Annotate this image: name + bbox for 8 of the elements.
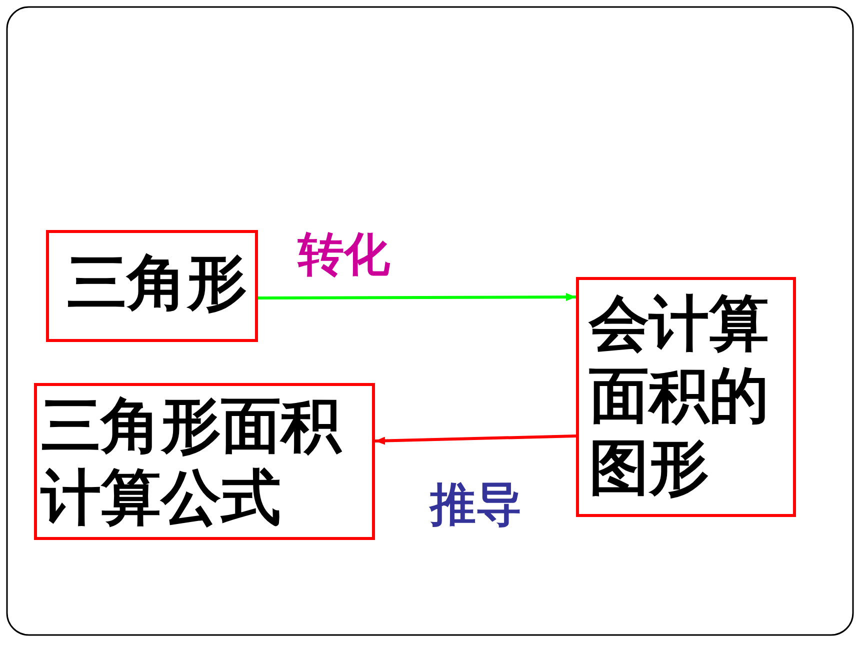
arrow [258,293,576,302]
box-text: 三角形 [67,247,248,319]
box-text: 三角形面积计算公式 [41,390,343,534]
text-box [34,383,375,540]
arrow [374,434,576,445]
text-box [46,230,258,342]
text-box [576,277,796,517]
box-text: 会计算面积的图形 [589,288,770,504]
